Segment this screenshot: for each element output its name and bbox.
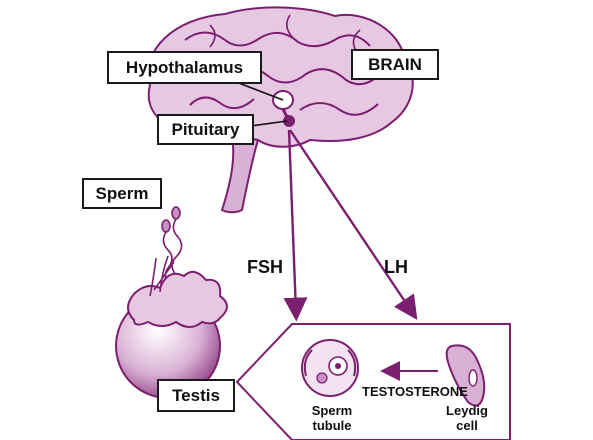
fsh-arrow xyxy=(283,129,308,322)
sperm-tubule-label-line1: Sperm xyxy=(311,403,353,418)
sperm-tubule-illustration xyxy=(301,339,359,397)
hypothalamus-label: Hypothalamus xyxy=(107,51,262,84)
lh-label: LH xyxy=(384,257,408,277)
sperm-illustration xyxy=(161,206,183,285)
sperm-tubule-label-line2: tubule xyxy=(312,418,352,433)
leydig-cell-label-line1: Leydig xyxy=(446,403,488,418)
testis-illustration xyxy=(115,255,228,399)
leydig-cell-label: Leydig cell xyxy=(437,403,497,433)
lh-arrow xyxy=(289,129,418,320)
fsh-label: FSH xyxy=(247,257,283,277)
brain-illustration xyxy=(147,6,414,214)
testosterone-label: TESTOSTERONE xyxy=(362,384,468,399)
testis-label: Testis xyxy=(157,379,235,412)
brain-label: BRAIN xyxy=(351,49,439,80)
sperm-tubule-label: Sperm tubule xyxy=(304,403,360,433)
pituitary-label: Pituitary xyxy=(157,114,254,145)
hypothalamus-leader xyxy=(235,81,284,101)
leydig-cell-label-line2: cell xyxy=(456,418,478,433)
pituitary-gland xyxy=(283,115,295,127)
leydig-cell-illustration xyxy=(445,344,486,407)
sperm-label: Sperm xyxy=(82,178,162,209)
